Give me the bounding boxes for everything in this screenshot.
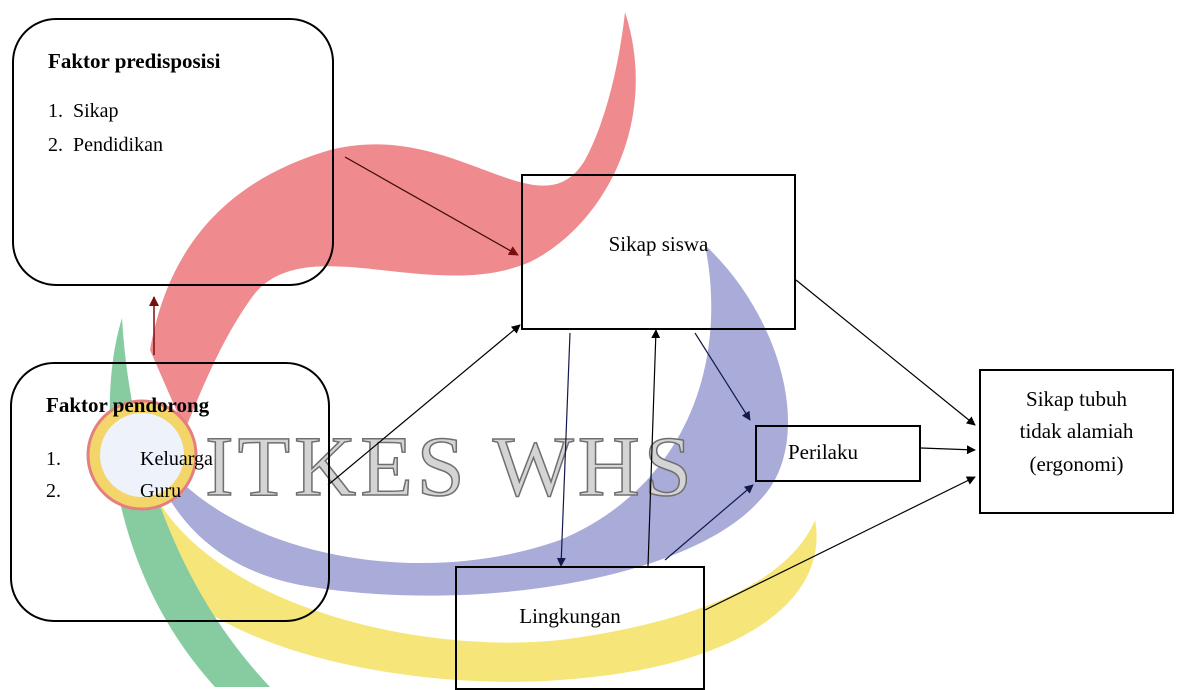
- sikap-tubuh-line-3: (ergonomi): [1029, 452, 1124, 476]
- arrow-sikap-siswa-to-lingkungan: [556, 332, 571, 567]
- watermark-blue-swoosh: [170, 245, 789, 596]
- watermark-text: ITKES WHS: [205, 418, 696, 514]
- arrow-lingkungan-to-sikap-siswa: [647, 329, 661, 567]
- perilaku-label: Perilaku: [788, 440, 858, 464]
- pendorong-item-2-label: Guru: [140, 480, 182, 502]
- pendorong-title: Faktor pendorong: [46, 393, 210, 417]
- predisposisi-item-1: 1. Sikap: [48, 100, 119, 122]
- pendorong-item-1-label: Keluarga: [140, 448, 213, 470]
- sikap-siswa-box: [521, 174, 796, 330]
- sikap-tubuh-box: [979, 369, 1174, 514]
- predisposisi-box: [12, 18, 334, 286]
- lingkungan-label: Lingkungan: [519, 604, 621, 628]
- arrow-perilaku-to-sikap-tubuh: [920, 445, 976, 455]
- predisposisi-item-2: 2. Pendidikan: [48, 134, 163, 156]
- arrow-sikap-siswa-to-perilaku: [694, 332, 751, 421]
- sikap-siswa-label: Sikap siswa: [608, 232, 709, 256]
- arrow-lingkungan-to-sikap-tubuh: [704, 476, 976, 611]
- arrow-pendorong-to-sikap-siswa: [327, 324, 521, 486]
- sikap-tubuh-line-2: tidak alamiah: [1019, 419, 1134, 443]
- predisposisi-title: Faktor predisposisi: [48, 49, 221, 73]
- sikap-tubuh-line-1: Sikap tubuh: [1026, 387, 1127, 411]
- pendorong-item-2-number: 2.: [46, 480, 61, 502]
- arrow-predisposisi-to-sikap-siswa: [344, 156, 519, 256]
- watermark-yellow-swoosh: [150, 485, 817, 682]
- pendorong-box: [10, 362, 330, 622]
- perilaku-box: [755, 425, 921, 482]
- arrow-sikap-siswa-to-sikap-tubuh: [795, 279, 976, 426]
- watermark-emblem: [88, 401, 196, 509]
- pendorong-item-1-number: 1.: [46, 448, 61, 470]
- watermark-red-swoosh: [150, 12, 636, 430]
- arrow-lingkungan-to-perilaku: [664, 484, 754, 561]
